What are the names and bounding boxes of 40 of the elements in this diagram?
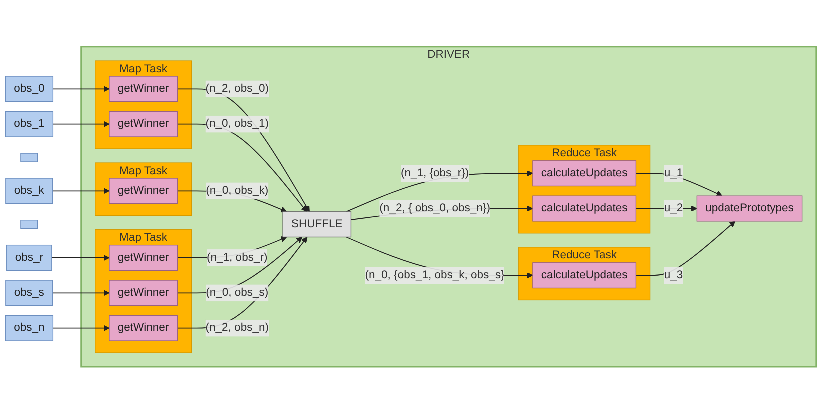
edge-label: (n_0, {obs_1, obs_k, obs_s}	[365, 269, 505, 282]
node-box: getWinner	[109, 244, 178, 272]
node-box: getWinner	[109, 315, 178, 342]
arrow	[636, 221, 736, 276]
node-box: getWinner	[109, 178, 178, 204]
edge-label: (n_0, obs_s)	[206, 286, 269, 299]
node-box: calculateUpdates	[532, 196, 637, 222]
edge-label: (n_0, obs_k)	[206, 184, 269, 197]
arrow	[636, 206, 698, 212]
node-box: SHUFFLE	[282, 212, 352, 238]
node-box: getWinner	[109, 280, 178, 306]
edge-label: (n_2, obs_n)	[206, 322, 269, 334]
node-box: obs_n	[5, 315, 54, 342]
node-box	[20, 153, 38, 162]
node-box: getWinner	[109, 76, 178, 102]
node-box: obs_0	[5, 76, 54, 102]
node-box: obs_1	[5, 111, 54, 138]
node-box: calculateUpdates	[532, 262, 637, 289]
edge-label: u_3	[664, 269, 684, 282]
arrow	[51, 254, 110, 262]
edge-label: (n_1, {obs_r})	[400, 167, 470, 180]
edge-label: (n_1, obs_r)	[207, 252, 268, 264]
arrow	[52, 86, 110, 92]
node-box: obs_k	[6, 178, 54, 204]
node-box: obs_s	[6, 280, 54, 306]
edge-label: u_2	[664, 202, 684, 214]
edge-label: (n_2, { obs_0, obs_n})	[380, 202, 490, 214]
edge-label: (n_2, obs_0)	[206, 82, 269, 95]
arrow	[52, 325, 110, 332]
arrow	[52, 188, 110, 194]
node-box: calculateUpdates	[532, 160, 637, 187]
edge-label: (n_0, obs_1)	[206, 118, 269, 130]
node-box: getWinner	[109, 111, 178, 138]
arrow	[636, 173, 723, 197]
node-box: obs_r	[6, 244, 52, 272]
arrow	[52, 290, 110, 296]
node-box	[20, 220, 38, 230]
node-box: updatePrototypes	[696, 196, 803, 222]
arrow	[52, 121, 110, 128]
edge-label: u_1	[664, 167, 684, 180]
